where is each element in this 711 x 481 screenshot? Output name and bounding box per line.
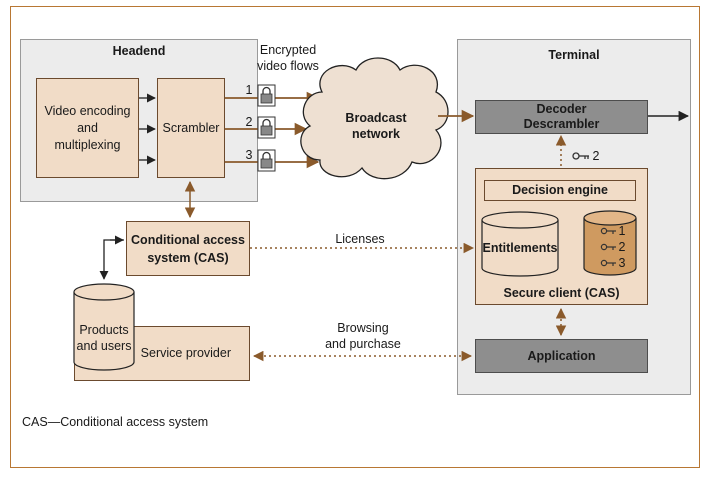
products-label: Products and users	[76, 323, 132, 353]
application-box: Application	[475, 339, 648, 373]
video-encoding-box: Video encoding and multiplexing	[36, 78, 139, 178]
entitlements-cylinder	[481, 211, 559, 277]
keys-cylinder	[583, 210, 637, 276]
service-provider-label: Service provider	[140, 346, 231, 360]
outer-frame	[10, 6, 700, 468]
key-icon	[600, 243, 616, 251]
entitlements-label: Entitlements	[482, 241, 558, 255]
scrambler-box: Scrambler	[157, 78, 225, 178]
terminal-title: Terminal	[548, 48, 600, 62]
decoder-box: Decoder Descrambler	[475, 100, 648, 134]
flow-number-1: 1	[245, 83, 253, 97]
entitlement-key-2: 2	[618, 240, 626, 254]
video-encoding-label: Video encoding and multiplexing	[44, 103, 131, 152]
encrypted-flows-label: Encrypted video flows	[257, 43, 319, 73]
flow-number-2: 2	[245, 115, 253, 129]
cas-box: Conditional access system (CAS)	[126, 221, 250, 276]
footnote: CAS—Conditional access system	[22, 415, 209, 429]
lock-icon	[257, 116, 276, 139]
lock-icon	[257, 149, 276, 172]
decision-engine-label: Decision engine	[512, 183, 608, 197]
key-number-label: 2	[592, 149, 600, 163]
browsing-label: Browsing and purchase	[325, 321, 401, 351]
flow-number-3: 3	[245, 148, 253, 162]
headend-title: Headend	[112, 44, 166, 58]
cas-label: Conditional access system (CAS)	[131, 232, 245, 265]
cloud-icon	[300, 57, 449, 180]
key-icon	[572, 152, 589, 160]
cas-products-arrow	[99, 239, 124, 280]
key-icon	[600, 227, 616, 235]
products-cylinder	[73, 283, 135, 371]
secure-client-label: Secure client (CAS)	[503, 286, 620, 300]
lock-icon	[257, 84, 276, 107]
licenses-label: Licenses	[335, 232, 385, 246]
entitlement-key-1: 1	[618, 224, 626, 238]
entitlement-key-3: 3	[618, 256, 626, 270]
decoder-label: Decoder Descrambler	[523, 102, 600, 131]
broadcast-label: Broadcast network	[345, 111, 407, 141]
application-label: Application	[527, 348, 596, 363]
key-icon	[600, 259, 616, 267]
scrambler-label: Scrambler	[162, 120, 220, 135]
decision-engine-box: Decision engine	[484, 180, 636, 201]
